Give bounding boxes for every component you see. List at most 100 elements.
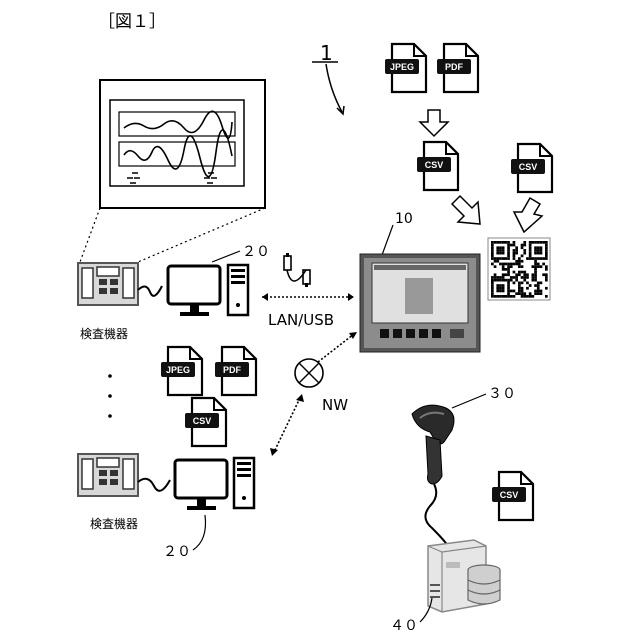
qr-module	[491, 284, 494, 287]
terminal-ref-number: 10	[395, 211, 413, 227]
qr-module	[507, 292, 510, 295]
qr-module	[499, 287, 502, 290]
ellipsis-dot-1	[108, 374, 112, 378]
qr-module	[521, 292, 524, 295]
qr-module	[515, 246, 518, 249]
qr-module	[537, 290, 540, 293]
qr-module	[496, 257, 499, 260]
qr-module	[496, 252, 499, 255]
inspection-device-icon	[78, 263, 138, 305]
qr-module	[513, 255, 516, 258]
qr-module	[507, 241, 510, 244]
qr-module	[502, 263, 505, 266]
qr-module	[534, 268, 537, 271]
qr-module	[545, 273, 548, 276]
qr-module	[523, 292, 526, 295]
qr-module	[499, 279, 502, 282]
arrowhead-network	[296, 394, 304, 402]
qr-module	[532, 241, 535, 244]
qr-module	[513, 244, 516, 247]
qr-module	[491, 290, 494, 293]
scanner-ref-number: ３０	[488, 386, 516, 402]
qr-module	[507, 273, 510, 276]
qr-module	[491, 241, 494, 244]
qr-module	[496, 260, 499, 263]
qr-module	[542, 241, 545, 244]
qr-module	[494, 279, 497, 282]
qr-module	[499, 290, 502, 293]
arrow-to-qr-left	[452, 196, 480, 224]
qr-module	[534, 257, 537, 260]
pdf-file-icon-middle: PDF	[215, 347, 256, 395]
qr-module	[534, 252, 537, 255]
network-to-terminal-link	[318, 334, 354, 362]
qr-module	[513, 276, 516, 279]
qr-module	[521, 246, 524, 249]
qr-module	[534, 284, 537, 287]
qr-module	[545, 244, 548, 247]
qr-module	[507, 249, 510, 252]
qr-module	[496, 276, 499, 279]
qr-module	[540, 282, 543, 285]
qr-module	[499, 263, 502, 266]
zoom-guide-left	[80, 208, 100, 262]
qr-module	[534, 292, 537, 295]
qr-module	[540, 257, 543, 260]
qr-module	[510, 265, 513, 268]
qr-module	[518, 260, 521, 263]
qr-module	[494, 273, 497, 276]
qr-module	[526, 276, 529, 279]
csv-file-icon-converted: CSV	[417, 142, 458, 190]
qr-module	[537, 263, 540, 266]
qr-module	[491, 257, 494, 260]
qr-module	[491, 287, 494, 290]
monitor-icon	[168, 266, 220, 316]
scanner-cable	[425, 484, 448, 546]
qr-code-icon	[488, 238, 550, 300]
qr-module	[521, 276, 524, 279]
qr-module	[534, 273, 537, 276]
qr-module	[513, 271, 516, 274]
qr-module	[532, 273, 535, 276]
arrowhead-pc-bottom	[270, 448, 278, 456]
qr-module	[545, 265, 548, 268]
qr-module	[534, 246, 537, 249]
qr-module	[515, 292, 518, 295]
qr-module	[513, 290, 516, 293]
qr-module	[529, 292, 532, 295]
qr-module	[491, 252, 494, 255]
qr-module	[513, 263, 516, 266]
qr-module	[491, 282, 494, 285]
qr-module	[499, 241, 502, 244]
terminal-device	[360, 254, 480, 352]
qr-module	[537, 282, 540, 285]
qr-module	[537, 249, 540, 252]
qr-module	[513, 249, 516, 252]
qr-module	[542, 257, 545, 260]
jpeg-file-icon-top: JPEG	[385, 44, 426, 92]
qr-module	[537, 265, 540, 268]
qr-module	[518, 257, 521, 260]
qr-module	[523, 276, 526, 279]
qr-module	[507, 282, 510, 285]
qr-module	[532, 276, 535, 279]
qr-module	[518, 282, 521, 285]
qr-module	[510, 290, 513, 293]
qr-module	[537, 292, 540, 295]
system-ref-leader	[326, 64, 342, 112]
pc-ref-number-top: ２０	[242, 244, 270, 260]
qr-module	[523, 279, 526, 282]
qr-module	[507, 284, 510, 287]
qr-module	[540, 246, 543, 249]
usb-cable-icon	[284, 253, 310, 287]
qr-module	[502, 265, 505, 268]
qr-module	[545, 279, 548, 282]
qr-module	[523, 244, 526, 247]
qr-module	[521, 287, 524, 290]
qr-module	[540, 265, 543, 268]
qr-module	[523, 249, 526, 252]
qr-module	[502, 241, 505, 244]
qr-module	[507, 257, 510, 260]
qr-module	[494, 260, 497, 263]
